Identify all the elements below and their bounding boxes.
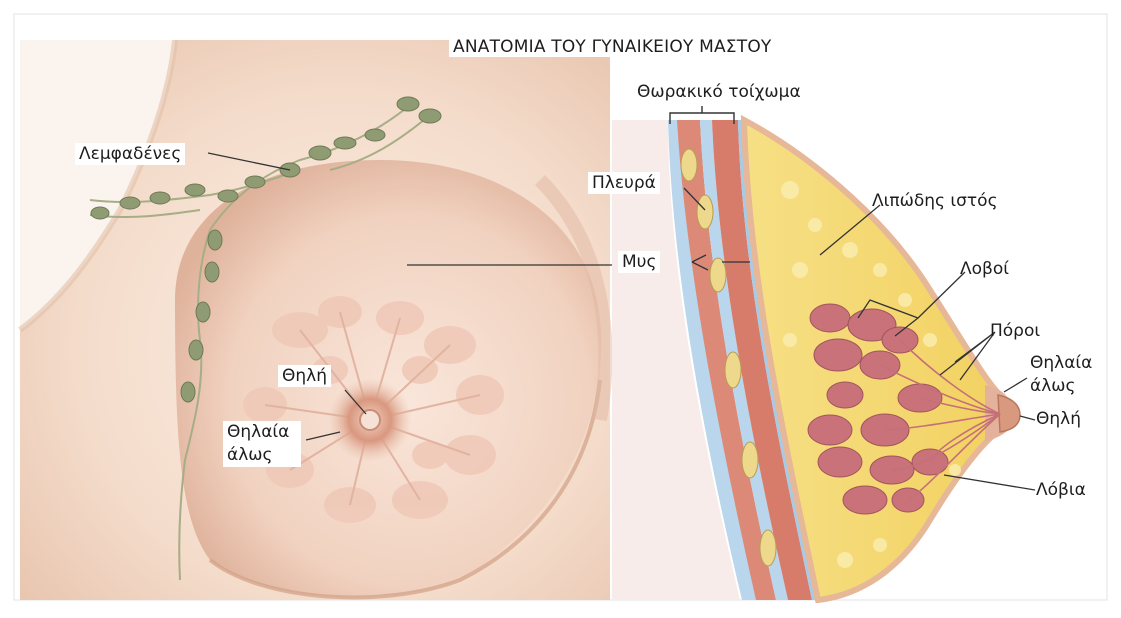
areola-side-leader bbox=[1004, 378, 1027, 392]
label-areola-front-line1: Θηλαία bbox=[227, 422, 289, 442]
label-nipple-front: Θηλή bbox=[278, 365, 331, 387]
label-muscle: Μυς bbox=[618, 251, 660, 273]
label-ducts: Πόροι bbox=[990, 320, 1040, 342]
label-areola-front-line2: άλως bbox=[227, 445, 272, 465]
label-areola-side-line2: άλως bbox=[1030, 376, 1075, 396]
side-view bbox=[612, 106, 1035, 600]
nipple-side-leader bbox=[1020, 416, 1035, 420]
label-areola-side: Θηλαία άλως bbox=[1030, 352, 1100, 398]
label-nipple-side: Θηλή bbox=[1036, 408, 1081, 430]
label-areola-front: Θηλαία άλως bbox=[223, 421, 301, 467]
diagram-title: ΑΝΑΤΟΜΙΑ ΤΟΥ ΓΥΝΑΙΚΕΙΟΥ ΜΑΣΤΟΥ bbox=[449, 37, 775, 57]
label-areola-side-line1: Θηλαία bbox=[1030, 353, 1092, 373]
front-view bbox=[20, 40, 612, 600]
label-fatty-tissue: Λιπώδης ιστός bbox=[872, 190, 998, 212]
label-lobules: Λόβια bbox=[1036, 479, 1086, 501]
label-rib: Πλευρά bbox=[588, 172, 660, 194]
label-chest-wall: Θωρακικό τοίχωμα bbox=[637, 81, 801, 103]
nipple-side bbox=[998, 395, 1020, 432]
label-lymph-nodes: Λεμφαδένες bbox=[75, 143, 185, 165]
nipple-front bbox=[360, 410, 380, 430]
label-lobes: Λοβοί bbox=[960, 258, 1009, 280]
